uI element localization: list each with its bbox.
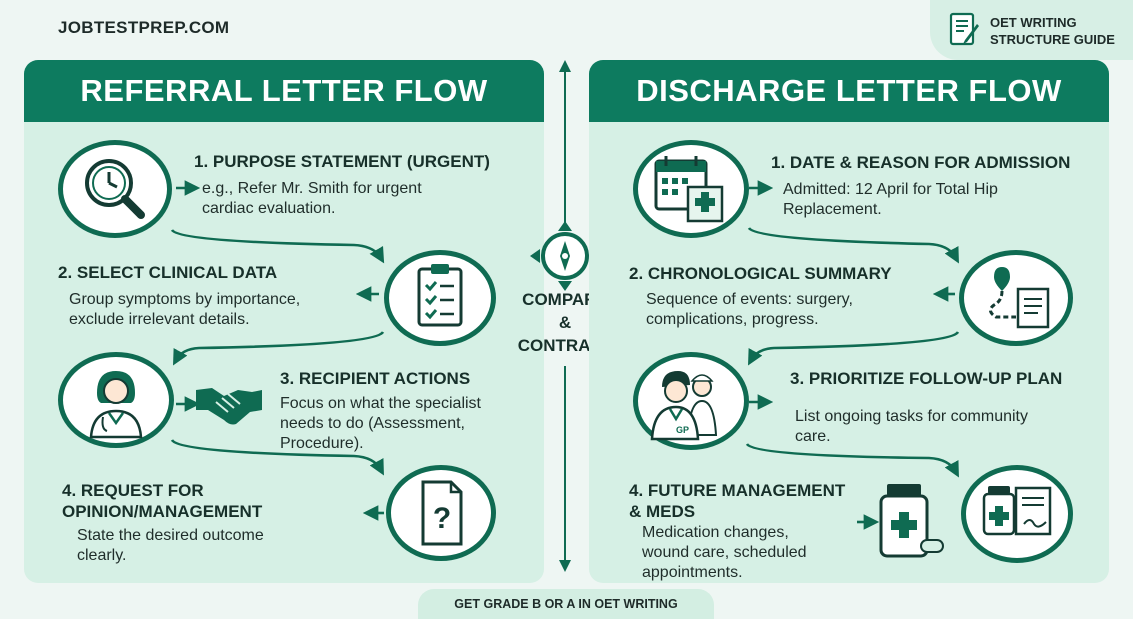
referral-step-2-desc-line2: exclude irrelevant details. — [69, 311, 250, 328]
referral-step-1-desc-line2: cardiac evaluation. — [202, 200, 336, 217]
referral-step-4-title: 4. REQUEST FOR OPINION/MANAGEMENT — [62, 480, 262, 522]
discharge-step-2-desc: Sequence of events: surgery, complicatio… — [646, 290, 853, 330]
discharge-panel-title: DISCHARGE LETTER FLOW — [589, 60, 1109, 122]
referral-panel-title: REFERRAL LETTER FLOW — [24, 60, 544, 122]
guide-badge: OET WRITING STRUCTURE GUIDE — [930, 0, 1133, 60]
doctor-icon — [58, 352, 174, 448]
referral-step-4-title-line2: OPINION/MANAGEMENT — [62, 502, 263, 521]
referral-panel: REFERRAL LETTER FLOW 1. PURPOSE STATEMEN… — [24, 60, 544, 583]
discharge-step-3-desc-line1: List ongoing tasks for community — [795, 408, 1028, 425]
referral-step-2-desc-line1: Group symptoms by importance, — [69, 291, 301, 308]
referral-step-3-desc-line1: Focus on what the specialist — [280, 395, 481, 412]
compare-line-3: CONTRAST — [517, 336, 613, 355]
discharge-step-2-desc-line1: Sequence of events: surgery, — [646, 291, 853, 308]
referral-step-3-desc: Focus on what the specialist needs to do… — [280, 394, 481, 454]
discharge-step-1-title: 1. DATE & REASON FOR ADMISSION — [771, 153, 1071, 172]
document-pencil-icon — [949, 12, 979, 46]
medication-icon — [961, 465, 1073, 563]
route-document-icon — [959, 250, 1073, 346]
gp-nurse-icon: GP — [633, 352, 749, 450]
discharge-step-4-title-line2: & MEDS — [629, 502, 696, 521]
referral-flow-connectors — [170, 180, 385, 521]
discharge-step-1-desc-line2: Replacement. — [783, 201, 882, 218]
referral-step-2-title: 2. SELECT CLINICAL DATA — [58, 263, 278, 282]
discharge-step-4-desc: Medication changes, wound care, schedule… — [642, 523, 807, 583]
referral-step-1-desc: e.g., Refer Mr. Smith for urgent cardiac… — [202, 179, 422, 219]
compare-line-2: & — [558, 313, 572, 332]
compass-icon — [528, 219, 602, 298]
footer-tagline: GET GRADE B OR A IN OET WRITING — [418, 589, 714, 619]
referral-step-3-title: 3. RECIPIENT ACTIONS — [280, 369, 471, 388]
pill-bottle-icon — [873, 480, 945, 567]
brand-logo-text: JOBTESTPREP.COM — [58, 18, 230, 37]
referral-step-1-desc-line1: e.g., Refer Mr. Smith for urgent — [202, 180, 422, 197]
discharge-step-3-desc-line2: care. — [795, 428, 831, 445]
question-document-icon: ? — [386, 465, 496, 561]
guide-title: OET WRITING STRUCTURE GUIDE — [990, 14, 1115, 48]
referral-step-1-title: 1. PURPOSE STATEMENT (URGENT) — [194, 152, 490, 171]
referral-step-3-desc-line2: needs to do (Assessment, — [280, 415, 465, 432]
discharge-step-2-title: 2. CHRONOLOGICAL SUMMARY — [629, 264, 892, 283]
discharge-step-4-title: 4. FUTURE MANAGEMENT & MEDS — [629, 480, 845, 522]
referral-step-4-desc-line1: State the desired outcome — [77, 527, 264, 544]
calendar-hospital-icon — [633, 140, 749, 238]
discharge-step-3-desc: List ongoing tasks for community care. — [795, 407, 1028, 447]
discharge-step-4-desc-line1: Medication changes, — [642, 524, 789, 541]
discharge-step-2-desc-line2: complications, progress. — [646, 311, 819, 328]
discharge-step-4-title-line1: 4. FUTURE MANAGEMENT — [629, 481, 846, 500]
discharge-flow-connectors — [745, 180, 960, 530]
svg-text:GP: GP — [676, 425, 689, 435]
referral-step-4-desc-line2: clearly. — [77, 547, 127, 564]
handshake-icon — [194, 380, 264, 433]
referral-step-3-desc-line3: Procedure). — [280, 435, 364, 452]
discharge-step-1-desc: Admitted: 12 April for Total Hip Replace… — [783, 180, 998, 220]
guide-line-2: STRUCTURE GUIDE — [990, 32, 1115, 47]
discharge-step-4-desc-line3: appointments. — [642, 564, 743, 581]
svg-text:?: ? — [433, 502, 451, 535]
discharge-step-4-desc-line2: wound care, scheduled — [642, 544, 807, 561]
magnifier-clock-icon — [58, 140, 172, 238]
compare-line-1: COMPARE — [522, 290, 608, 309]
referral-step-4-desc: State the desired outcome clearly. — [77, 526, 264, 566]
compare-contrast-label: COMPARE & CONTRAST — [505, 288, 625, 357]
discharge-step-1-desc-line1: Admitted: 12 April for Total Hip — [783, 181, 998, 198]
guide-line-1: OET WRITING — [990, 15, 1077, 30]
clipboard-checklist-icon — [384, 250, 496, 346]
referral-step-2-desc: Group symptoms by importance, exclude ir… — [69, 290, 300, 330]
discharge-panel: DISCHARGE LETTER FLOW 1. DATE — [589, 60, 1109, 583]
discharge-step-3-title: 3. PRIORITIZE FOLLOW-UP PLAN — [790, 369, 1063, 388]
referral-step-4-title-line1: 4. REQUEST FOR — [62, 481, 204, 500]
